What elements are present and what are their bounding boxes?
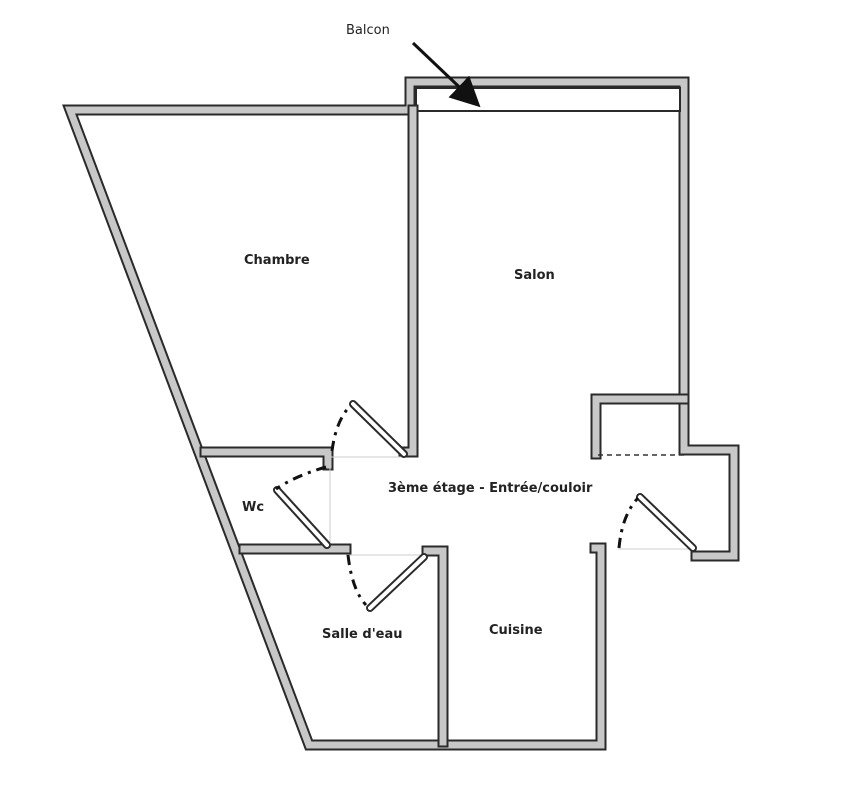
room-label-entree: 3ème étage - Entrée/couloir — [388, 481, 593, 496]
doors — [273, 400, 697, 612]
balcony — [415, 87, 681, 112]
balcony-arrow — [411, 41, 481, 108]
room-label-wc: Wc — [242, 500, 265, 515]
room-label-cuisine: Cuisine — [489, 623, 543, 638]
room-label-salle-eau: Salle d'eau — [322, 627, 403, 642]
room-label-chambre: Chambre — [244, 253, 310, 268]
room-label-salon: Salon — [514, 268, 555, 283]
walls — [62, 76, 740, 751]
balcony-label: Balcon — [346, 23, 390, 38]
